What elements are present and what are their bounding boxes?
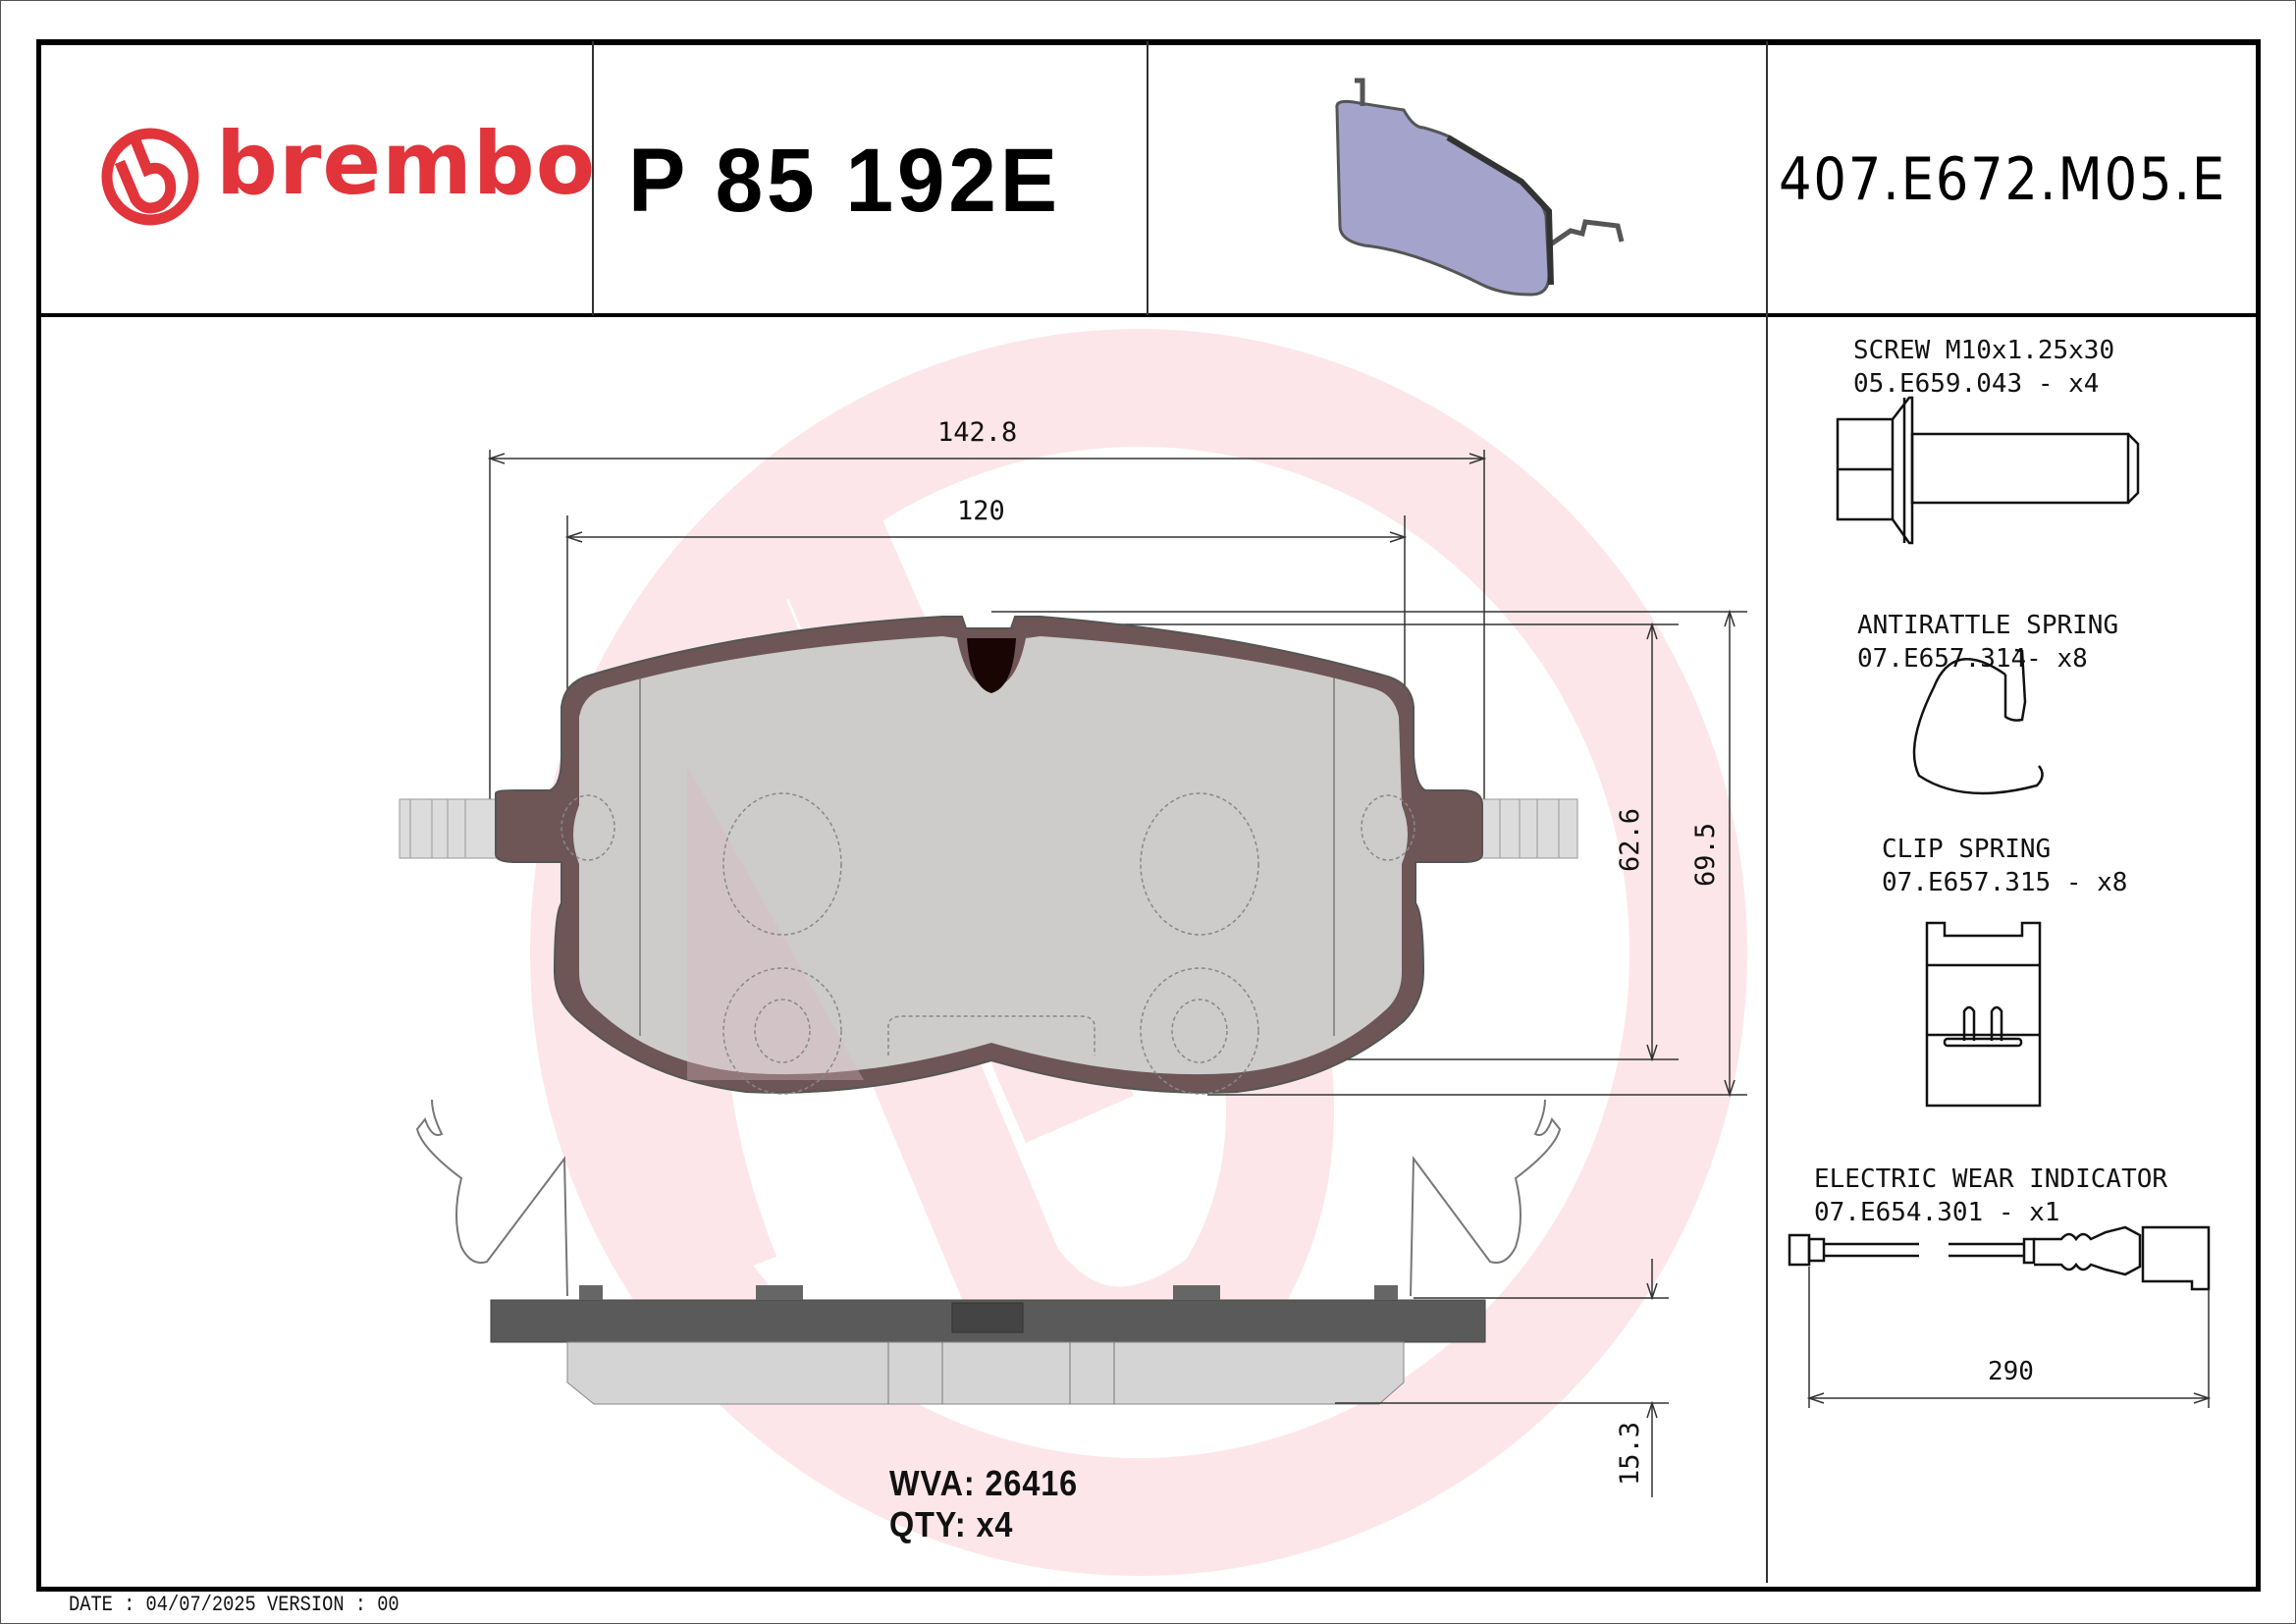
wva-value: 26416 <box>985 1463 1079 1503</box>
wva-qty-block: WVA: 26416 QTY: x4 <box>889 1463 1078 1545</box>
right-panel-divider <box>1766 41 1768 1583</box>
accessory-name: CLIP SPRING <box>1882 835 2052 864</box>
accessory-wear-indicator: ELECTRIC WEAR INDICATOR 07.E654.301 - x1 <box>1814 1163 2167 1229</box>
drawing-frame <box>36 39 2261 1592</box>
qty-label: QTY: <box>889 1504 967 1544</box>
wear-indicator-icon <box>1788 1225 2211 1291</box>
wear-indicator-length: 290 <box>1988 1357 2034 1386</box>
dim-label-friction-height: 62.6 <box>1615 807 1646 873</box>
wear-indicator-dimension <box>1806 1267 2212 1408</box>
brand-name: brembo <box>216 113 597 214</box>
accessory-name: ELECTRIC WEAR INDICATOR <box>1814 1164 2168 1194</box>
accessory-code: 05.E659.043 - x4 <box>1853 369 2100 399</box>
dim-label-thickness: 15.3 <box>1615 1421 1646 1487</box>
brembo-disc-icon <box>101 128 199 226</box>
brake-pad-front-view <box>399 616 1578 1095</box>
accessory-code: 07.E657.314- x8 <box>1857 644 2088 674</box>
header-divider-1 <box>592 41 594 315</box>
accessory-code: 07.E657.315 - x8 <box>1882 868 2128 897</box>
accessory-antirattle-spring: ANTIRATTLE SPRING 07.E657.314- x8 <box>1857 609 2118 676</box>
header-divider <box>36 313 2259 317</box>
dim-label-friction-width: 120 <box>957 496 1005 526</box>
accessory-clip-spring: CLIP SPRING 07.E657.315 - x8 <box>1882 833 2127 899</box>
wva-label: WVA: <box>889 1463 976 1503</box>
brembo-logo: brembo <box>96 113 595 231</box>
date-version-footer: DATE : 04/07/2025 VERSION : 00 <box>69 1593 400 1617</box>
accessory-screw: SCREW M10x1.25x30 05.E659.043 - x4 <box>1853 334 2114 401</box>
header-divider-2 <box>1147 41 1148 315</box>
accessory-name: SCREW M10x1.25x30 <box>1853 336 2115 365</box>
reference-code: 407.E672.M05.E <box>1779 145 2227 214</box>
qty-value: x4 <box>976 1504 1014 1544</box>
clip-spring-icon <box>1925 921 2042 1108</box>
dim-label-overall-width: 142.8 <box>937 417 1018 448</box>
part-number: P 85 192E <box>628 131 1061 231</box>
brake-pad-side-view <box>415 1099 1669 1497</box>
antirattle-spring-icon <box>1912 648 2044 795</box>
dim-label-overall-height: 69.5 <box>1690 822 1722 888</box>
brake-pad-3d-image <box>1335 78 1625 297</box>
accessory-code: 07.E654.301 - x1 <box>1814 1198 2060 1227</box>
accessory-name: ANTIRATTLE SPRING <box>1857 611 2119 640</box>
screw-icon <box>1836 396 2140 545</box>
